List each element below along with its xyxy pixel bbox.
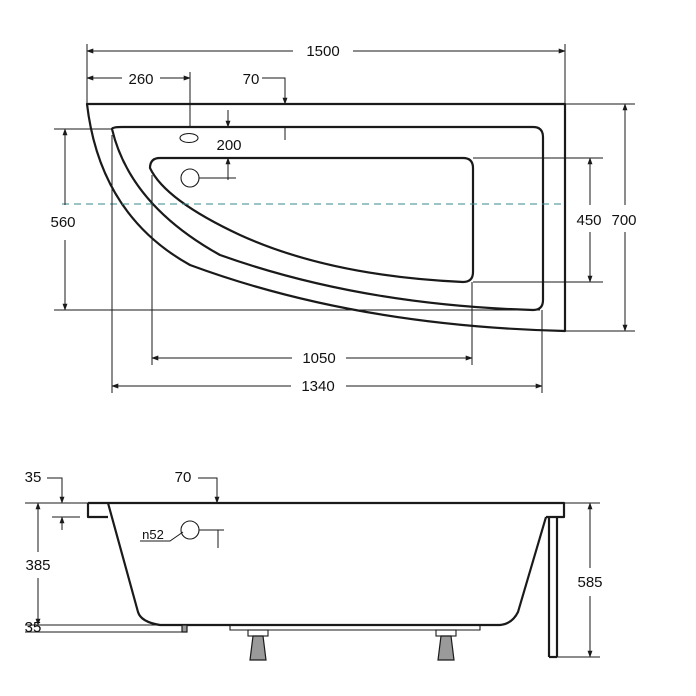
leg-right bbox=[435, 629, 457, 661]
overflow-hole-side bbox=[180, 520, 200, 540]
dim-drain-offset: 260 bbox=[128, 71, 153, 88]
dim-inner-depth: 385 bbox=[25, 557, 50, 574]
side-view: n52 35 70 385 35 585 bbox=[25, 469, 603, 661]
dim-bottom-length: 1050 bbox=[302, 350, 335, 367]
tub-inner-outline bbox=[110, 125, 545, 312]
drain-stub bbox=[181, 624, 188, 633]
top-view: 1500 260 70 200 560 450 700 bbox=[50, 43, 636, 395]
tub-outer-outline bbox=[85, 102, 567, 333]
dim-side-rim: 70 bbox=[175, 469, 192, 486]
tub-floor-outline bbox=[148, 156, 475, 284]
dim-rim-thickness: 35 bbox=[25, 469, 42, 486]
dim-overall-length: 1500 bbox=[306, 43, 339, 60]
dim-inner-width-left: 560 bbox=[50, 214, 75, 231]
dim-floor-offset: 35 bbox=[25, 619, 42, 636]
drain-hole bbox=[180, 168, 200, 188]
rim-slab bbox=[88, 501, 566, 519]
leg-left bbox=[247, 629, 269, 661]
dim-rim-width: 70 bbox=[243, 71, 260, 88]
overflow-hole bbox=[179, 132, 199, 144]
dim-drain-to-inner: 200 bbox=[216, 137, 241, 154]
dim-bottom-width: 450 bbox=[576, 212, 601, 229]
dim-overall-width: 700 bbox=[611, 212, 636, 229]
floor-frame bbox=[229, 625, 481, 631]
dim-inner-length: 1340 bbox=[301, 378, 334, 395]
dim-overall-height: 585 bbox=[577, 574, 602, 591]
tub-body bbox=[106, 502, 548, 627]
label-overflow: n52 bbox=[142, 527, 164, 542]
